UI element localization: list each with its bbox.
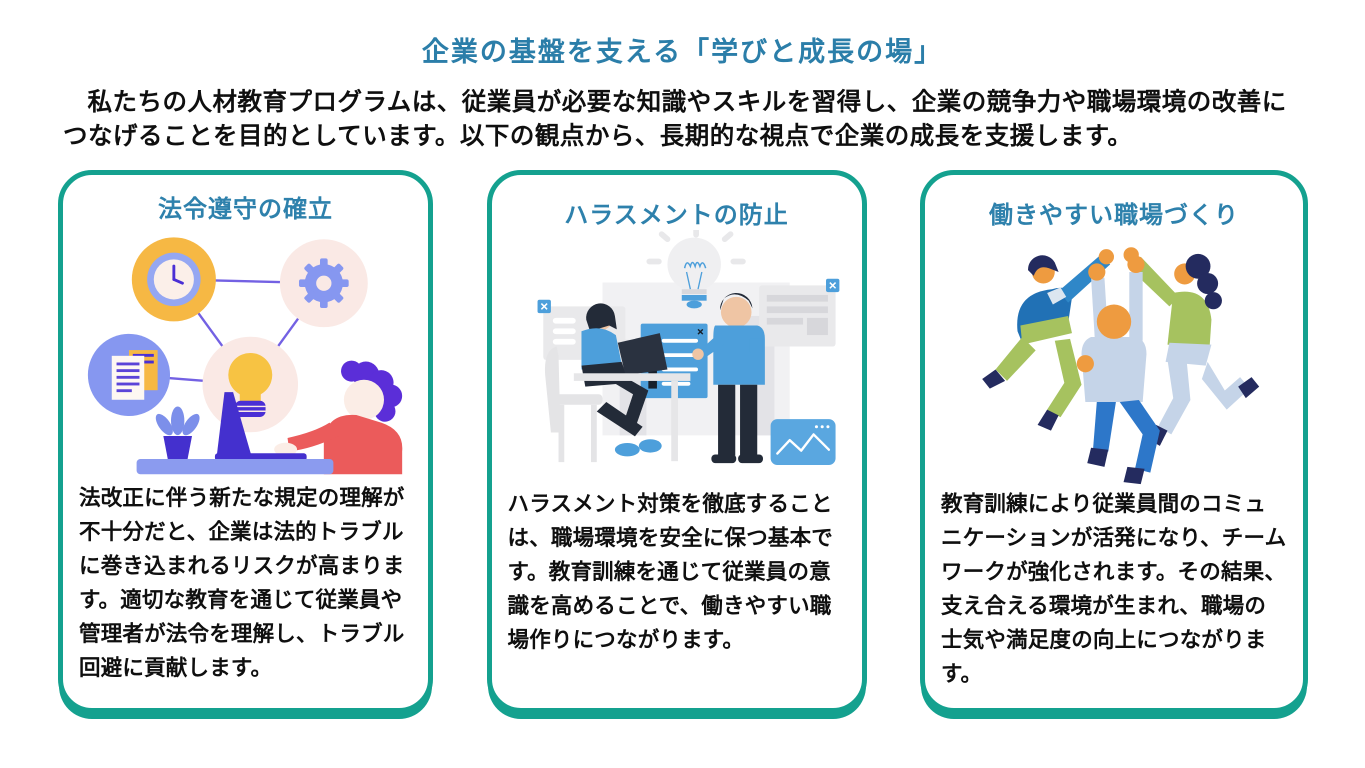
card-compliance: 法令遵守の確立: [58, 169, 433, 713]
standing-presenter: [691, 292, 765, 463]
gear-icon: [279, 238, 368, 327]
card-compliance-title: 法令遵守の確立: [158, 194, 333, 223]
lightbulb-icon: [202, 336, 299, 432]
card-workplace-body: 教育訓練により従業員間のコミュニケーションが活発になり、チームワークが強化されま…: [941, 491, 1287, 687]
table: [573, 372, 690, 381]
person-at-laptop: [136, 360, 403, 474]
text-panel: [758, 278, 839, 347]
intro-paragraph: 私たちの人材教育プログラムは、従業員が必要な知識やスキルを習得し、企業の競争力や…: [63, 87, 1287, 150]
close-icon: [825, 278, 839, 292]
seated-worker: [544, 303, 690, 462]
compliance-network-illustration: [87, 236, 403, 474]
card-workplace-title: 働きやすい職場づくり: [989, 200, 1239, 229]
plant-icon: [155, 406, 200, 461]
person-arm: [287, 422, 340, 451]
person-hand: [274, 442, 298, 456]
workplace-illustration: [941, 230, 1287, 486]
card-harassment: ハラスメントの防止: [486, 169, 867, 713]
clock-icon: [131, 236, 216, 322]
harassment-illustration: [508, 229, 846, 486]
card-harassment-title: ハラスメントの防止: [564, 200, 789, 229]
woman-figure: [580, 303, 662, 456]
idea-lightbulb-icon: [645, 229, 746, 308]
documents-icon: [87, 333, 171, 416]
infographic-page: 企業の基盤を支える「学びと成長の場」 私たちの人材教育プログラムは、従業員が必要…: [0, 30, 1365, 768]
card-harassment-body: ハラスメント対策を徹底することは、職場環境を安全に保つ基本です。教育訓練を通じて…: [507, 491, 834, 653]
training-presentation-illustration: [537, 229, 839, 465]
card-workplace: 働きやすい職場づくり: [920, 169, 1308, 713]
card-compliance-body: 法改正に伴う新たな規定の理解が不十分だと、企業は法的トラブルに巻き込まれるリスク…: [79, 485, 405, 681]
person-head: [343, 379, 385, 420]
compliance-illustration: [79, 224, 412, 480]
page-title: 企業の基盤を支える「学びと成長の場」: [421, 37, 944, 68]
team-high-five-illustration: [982, 246, 1260, 484]
laptop-icon: [617, 332, 667, 375]
close-icon: [537, 299, 551, 313]
laptop-icon: [214, 391, 307, 461]
person-body: [323, 414, 403, 474]
desk: [136, 458, 334, 474]
line-chart-widget: [770, 418, 836, 465]
cards-row: 法令遵守の確立: [58, 169, 1308, 713]
center-teammate: [1076, 255, 1160, 484]
